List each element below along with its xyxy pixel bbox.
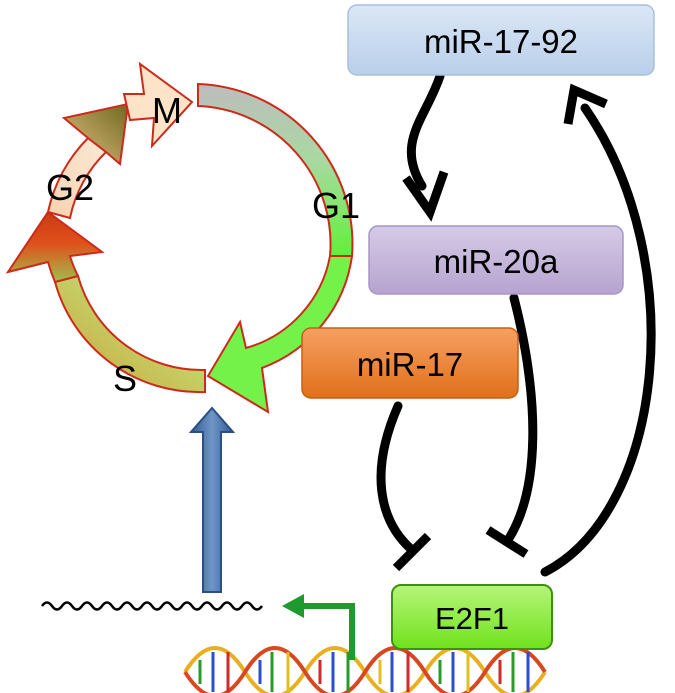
label-e2f1: E2F1 <box>435 601 509 636</box>
g1-arc <box>197 82 354 257</box>
arrow-mir1792-to-mir20a-head <box>402 170 449 222</box>
node-mir-20a: miR-20a <box>368 225 624 295</box>
g1-arrowhead <box>206 255 354 414</box>
g2-arc <box>5 210 105 284</box>
node-e2f1: E2F1 <box>391 584 553 650</box>
label-mir-20a: miR-20a <box>434 243 559 280</box>
arrow-e2f1-to-mir1792 <box>540 103 656 577</box>
phase-label-g2: G2 <box>46 167 94 208</box>
transcription-arrow <box>282 594 355 660</box>
upward-arrow <box>188 406 236 593</box>
inhibition-mir17-to-e2f1 <box>376 401 417 555</box>
phase-label-m: M <box>152 90 182 131</box>
node-mir-17: miR-17 <box>301 327 519 399</box>
phase-label-s: S <box>113 358 137 399</box>
arrow-e2f1-to-mir1792-head <box>563 83 608 125</box>
phase-label-g1: G1 <box>312 185 360 226</box>
node-mir-17-92: miR-17-92 <box>347 4 655 76</box>
m-arrow <box>122 61 194 149</box>
inhibition-mir20a-to-e2f1 <box>503 293 538 545</box>
g2-arrowhead <box>61 102 130 166</box>
label-mir-17-92: miR-17-92 <box>424 23 578 60</box>
regulatory-arrows <box>376 71 656 577</box>
label-mir-17: miR-17 <box>357 346 463 383</box>
inhibition-mir20a-bar <box>485 526 529 558</box>
cell-cycle: G1 S G2 M <box>5 61 360 414</box>
arrow-mir1792-to-mir20a <box>406 71 445 191</box>
dna-helix <box>183 646 547 693</box>
inhibition-mir17-bar <box>392 532 432 572</box>
mrna-wavy-line <box>40 601 264 611</box>
